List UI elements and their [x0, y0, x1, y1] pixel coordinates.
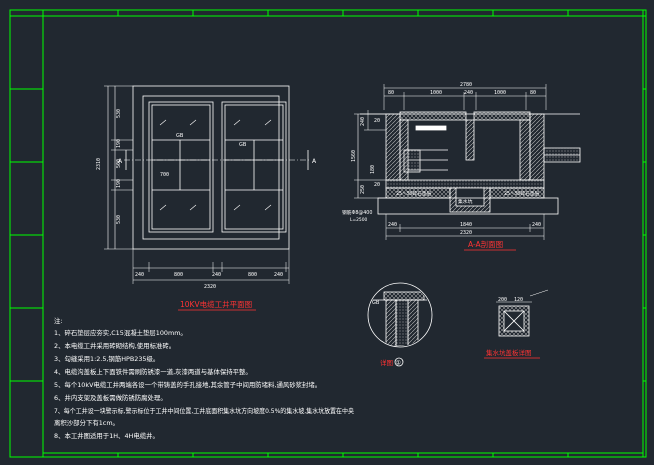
notes-heading: 注: — [54, 316, 63, 325]
note-5: 5、每个10kV电缆工井两端各设一个带铸盖的手孔接地,其余管子中间用防堵料,通风… — [54, 380, 321, 389]
plan-dim-1: 530 — [116, 109, 122, 118]
border-ticks — [10, 10, 646, 457]
plan-dim-2: 190 — [116, 139, 122, 148]
detail-cover-label: GB — [372, 300, 380, 306]
cover-label-right: GB — [239, 142, 247, 148]
plan-bottom-dim-4: 800 — [248, 272, 257, 278]
plan-bottom-dim-3: 240 — [212, 272, 221, 278]
section-bottom-dim-3: 240 — [532, 222, 541, 228]
section-bottom-dim-2: 1840 — [460, 222, 472, 228]
note-2: 2、本电缆工井采用砖砌结构,使用标准砖。 — [54, 341, 175, 350]
cover-label-left: GB — [176, 133, 184, 139]
plan-bottom-dim-1: 240 — [135, 272, 144, 278]
plan-dim-total: 2310 — [96, 158, 102, 170]
plan-view-text: A A GB GB 700 2310 530 190 500 190 530 2… — [96, 109, 317, 311]
section-top-dim-1: 80 — [388, 90, 394, 96]
detail-big-text: GB 详图 ① — [372, 300, 401, 367]
sump-dim-1: 200 — [498, 297, 507, 303]
plan-dim-4: 190 — [116, 179, 122, 188]
sump-label: 集水坑 — [458, 198, 473, 205]
gravel-label-left: 25~38碎石垫层 — [396, 190, 432, 197]
note-8: 8、本工井图适用于1H、4H电缆井。 — [54, 431, 159, 440]
detail-sump — [496, 289, 549, 337]
section-bottom-total: 2320 — [460, 230, 472, 236]
section-view — [354, 84, 581, 240]
section-left-dim-1: 1560 — [351, 150, 357, 162]
section-view-text: 2780 80 1000 240 1000 80 1560 240 250 20… — [342, 82, 541, 251]
section-small-1: 20 — [374, 118, 380, 124]
notes: 注: 1、碎石垫层应夯实,C15混凝土垫层100mm。 2、本电缆工井采用砖砌结… — [54, 316, 355, 440]
rebar-label: 钢筋Φ8@400 — [342, 209, 372, 216]
gravel-label-right: 25~38碎石垫层 — [504, 190, 540, 197]
plan-view-title: 10KV电缆工井平面图 — [180, 299, 252, 309]
section-left-dim-2: 240 — [360, 117, 366, 126]
note-1: 1、碎石垫层应夯实,C15混凝土垫层100mm。 — [54, 328, 187, 337]
plan-view — [104, 85, 310, 284]
section-top-dim-3: 240 — [464, 90, 473, 96]
plan-bottom-dim-2: 800 — [174, 272, 183, 278]
plan-bottom-dim-5: 240 — [274, 272, 283, 278]
section-bottom-dim-1: 240 — [388, 222, 397, 228]
section-small-3: 20 — [374, 182, 380, 188]
note-6: 6、井内支架及盖板需做防锈防腐处理。 — [54, 393, 167, 402]
section-top-total: 2780 — [460, 82, 472, 88]
note-3: 3、勾缝采用1:2.5,钢筋HPB235级。 — [54, 354, 159, 363]
plan-dim-3: 500 — [116, 159, 122, 168]
detail-big-title: 详图 — [380, 358, 393, 367]
section-top-dim-4: 1000 — [494, 90, 506, 96]
plan-bottom-total: 2320 — [204, 284, 216, 290]
detail-marker: ① — [396, 360, 401, 367]
note-7-cont: 离积沙部分下有1cm。 — [54, 418, 119, 427]
detail-big — [367, 282, 433, 367]
plan-inner-dim: 700 — [160, 172, 169, 178]
detail-sump-title: 集水坑盖板详图 — [486, 348, 532, 357]
section-view-title: A-A剖面图 — [468, 239, 503, 249]
sump-dim-2: 120 — [514, 297, 523, 303]
section-mark-left: A — [118, 158, 123, 165]
plan-dim-5: 530 — [116, 215, 122, 224]
section-mark-right: A — [312, 158, 317, 165]
detail-sump-text: 200 120 集水坑盖板详图 — [484, 297, 540, 359]
note-7: 7、每个工井设一块警示标,警示标位于工井中间位置,工井底面积集水坑方向坡度0.5… — [54, 406, 355, 415]
sheet-border — [9, 9, 647, 458]
section-small-2: 180 — [370, 165, 376, 174]
note-4: 4、电缆沟盖板上下面铁件需刷防锈漆一道,灰漆两道与基体保持平整。 — [54, 367, 252, 376]
section-top-dim-2: 1000 — [430, 90, 442, 96]
section-top-dim-5: 80 — [530, 90, 536, 96]
section-left-dim-3: 250 — [360, 185, 366, 194]
rebar-sub-label: L=2500 — [350, 217, 368, 223]
